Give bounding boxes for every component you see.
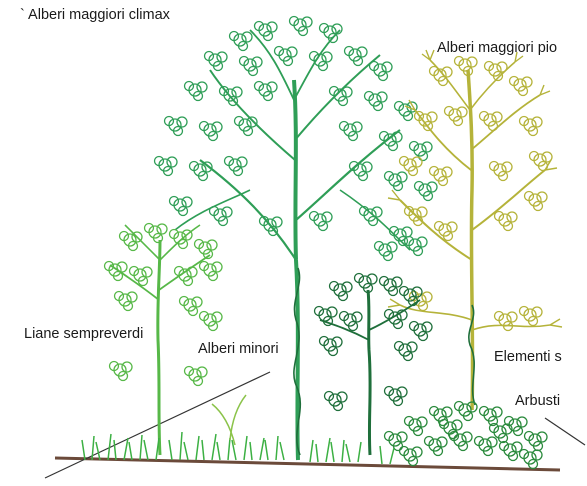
label-elements: Elementi s xyxy=(494,350,562,365)
ground-line xyxy=(55,458,560,470)
label-evergreen-vines: Liane sempreverdi xyxy=(24,327,143,342)
climax-tree xyxy=(155,17,438,461)
grass-layer xyxy=(82,395,394,464)
shrub-cluster xyxy=(385,402,548,469)
label-pioneer-trees: Alberi maggiori pio xyxy=(437,41,557,56)
label-minor-trees: Alberi minori xyxy=(198,342,279,357)
label-shrubs: Arbusti xyxy=(515,394,560,409)
pointer-line-right xyxy=(545,418,585,445)
label-climax-trees: ` Alberi maggiori climax xyxy=(20,8,170,23)
